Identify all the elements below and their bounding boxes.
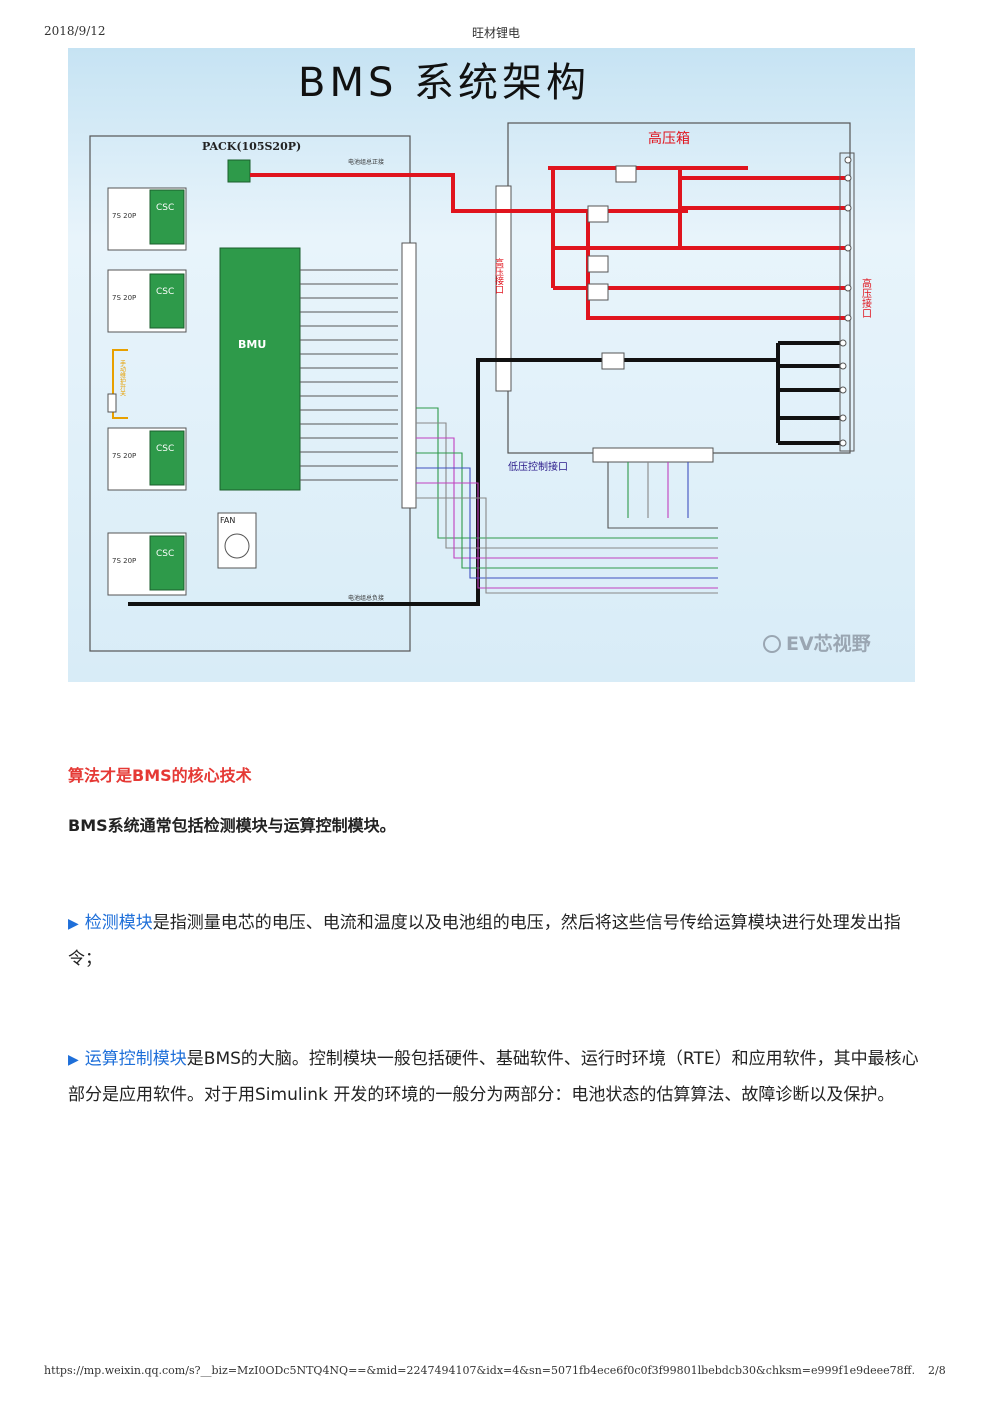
svg-text:7S 20P: 7S 20P (112, 452, 136, 460)
pos-terminal-label: 电池组总正接 (348, 158, 384, 166)
hv-interface-right-label: 高压接口 (860, 277, 872, 318)
document-title: 旺材锂电 (471, 26, 520, 40)
svg-text:7S 20P: 7S 20P (112, 212, 136, 220)
svg-text:CSC: CSC (156, 203, 174, 213)
svg-text:7S 20P: 7S 20P (112, 294, 136, 302)
svg-text:手动维护开关: 手动维护开关 (119, 359, 126, 397)
csc-boards: CSC CSC CSC CSC (149, 189, 185, 591)
control-module-keyword: 运算控制模块 (84, 1049, 187, 1069)
hv-interface-left-label: 高压接口 (493, 257, 504, 294)
bms-architecture-diagram: BMS 系统架构 PACK(105S20P) 高压箱 高压接口 高压接口 7S … (68, 48, 915, 682)
page-number: 2/8 (928, 1364, 946, 1377)
hv-interface-bar (495, 185, 512, 392)
pack-top-connector (227, 159, 251, 183)
pack-connector-bar (401, 242, 417, 509)
manual-service-switch: 手动维护开关 (107, 349, 128, 419)
svg-text:CSC: CSC (156, 287, 174, 297)
bmu-label: BMU (238, 338, 266, 351)
watermark-text: EV芯视野 (786, 632, 871, 655)
section-heading: 算法才是BMS的核心技术 (68, 766, 252, 785)
bullet-arrow-icon: ▶ (68, 1052, 79, 1068)
relay-boxes (587, 165, 637, 370)
hv-output-bracket (839, 152, 855, 452)
signal-lines (300, 269, 718, 594)
paragraph-control-module: ▶ 运算控制模块是BMS的大脑。控制模块一般包括硬件、基础软件、运行时环境（RTE… (68, 1042, 928, 1113)
section-subheading: BMS系统通常包括检测模块与运算控制模块。 (68, 816, 396, 835)
control-module-text: 是BMS的大脑。控制模块一般包括硬件、基础软件、运行时环境（RTE）和应用软件，… (68, 1049, 919, 1105)
fan-icon (224, 533, 250, 559)
hv-negative-lines (128, 341, 843, 606)
bullet-arrow-icon: ▶ (68, 916, 79, 932)
diagram-title: BMS 系统架构 (298, 60, 590, 106)
hv-output-terminals (839, 156, 852, 447)
svg-text:CSC: CSC (156, 444, 174, 454)
fan-label: FAN (220, 516, 235, 525)
detection-module-keyword: 检测模块 (84, 913, 153, 933)
lv-interface-bar (592, 447, 714, 463)
wechat-icon (763, 635, 781, 653)
paragraph-detection-module: ▶ 检测模块是指测量电芯的电压、电流和温度以及电池组的电压，然后将这些信号传给运算… (68, 906, 928, 977)
svg-text:CSC: CSC (156, 549, 174, 559)
svg-text:7S 20P: 7S 20P (112, 557, 136, 565)
footer-url: https://mp.weixin.qq.com/s?__biz=MzI0ODc… (44, 1364, 914, 1377)
neg-terminal-label: 电池组总负接 (348, 594, 384, 602)
hv-positive-lines (250, 166, 848, 320)
print-date: 2018/9/12 (44, 24, 106, 38)
lv-interface-label: 低压控制接口 (508, 460, 568, 473)
bmu-board (219, 247, 301, 491)
fan-box (217, 512, 257, 569)
detection-module-text: 是指测量电芯的电压、电流和温度以及电池组的电压，然后将这些信号传给运算模块进行处… (68, 913, 901, 969)
pack-label: PACK(105S20P) (202, 140, 301, 153)
hv-box-label: 高压箱 (648, 130, 690, 147)
